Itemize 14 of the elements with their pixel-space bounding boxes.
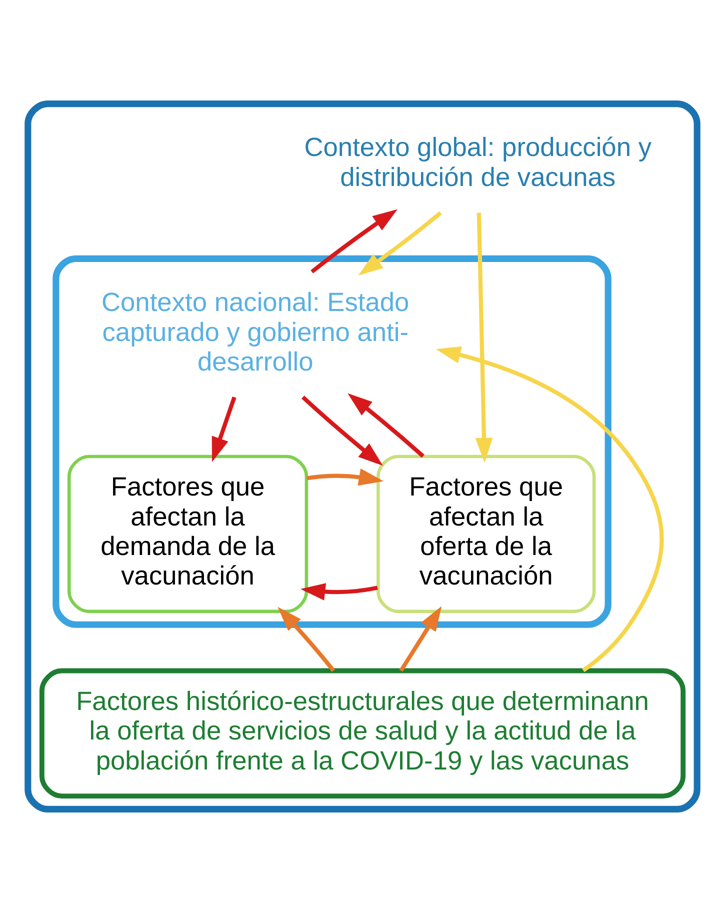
arrow <box>358 210 442 275</box>
arrow <box>310 208 398 273</box>
arrow <box>399 606 442 672</box>
arrow <box>278 606 336 672</box>
arrow <box>301 395 383 466</box>
arrow <box>436 346 664 672</box>
arrow <box>475 212 493 462</box>
arrow <box>306 468 384 486</box>
arrow <box>300 582 378 600</box>
node-box: Factores que afectan la oferta de la vacunación <box>376 454 596 613</box>
arrow <box>348 392 424 458</box>
node-box: Factores histórico-estructurales que determinann la oferta de servicios de salud y la actitud de la población frente a la COVID-19 y las vacunas <box>39 668 686 798</box>
arrow <box>212 396 236 462</box>
node-box: Factores que afectan la demanda de la vacunación <box>67 454 308 613</box>
